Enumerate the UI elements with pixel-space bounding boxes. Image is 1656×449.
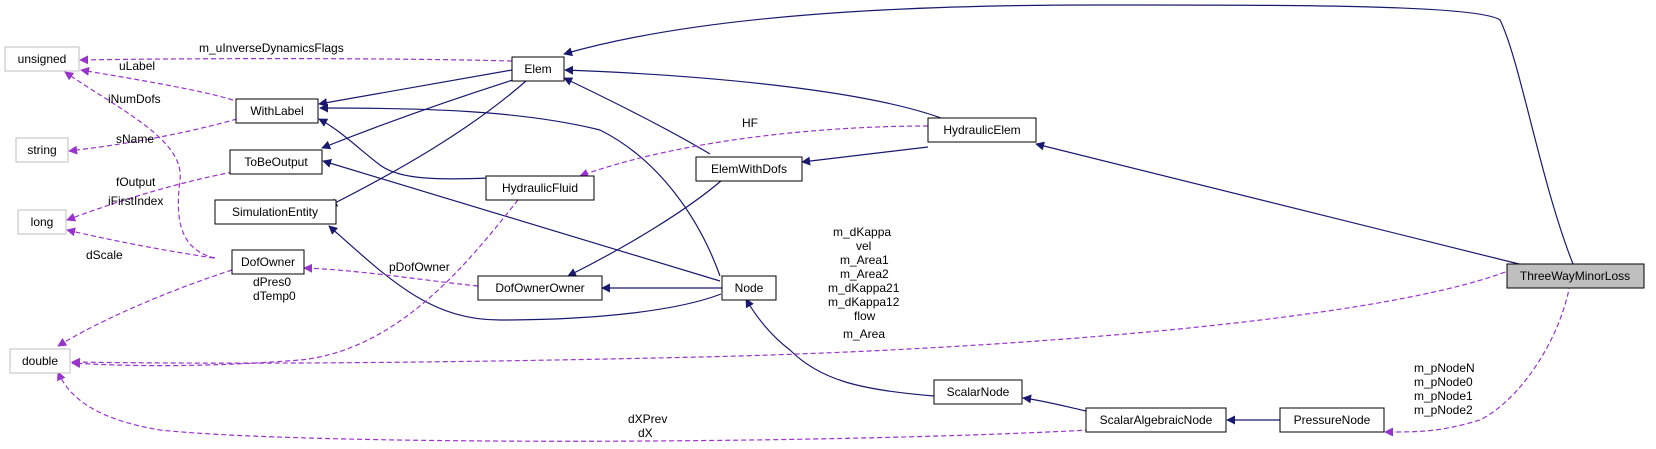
label-m_pnode0: m_pNode0 xyxy=(1414,375,1473,389)
node-long-label: long xyxy=(31,215,54,229)
node-elemwithdofs-label: ElemWithDofs xyxy=(711,162,787,176)
node-string[interactable]: string xyxy=(15,137,69,163)
label-m_pnode1: m_pNode1 xyxy=(1414,389,1473,403)
node-hydraulicfluid-label: HydraulicFluid xyxy=(502,181,578,195)
node-withlabel-label: WithLabel xyxy=(250,104,303,118)
node-elem[interactable]: Elem xyxy=(511,56,565,82)
edge-node-simulationentity xyxy=(328,225,722,321)
edge-elemwithdofs-elem xyxy=(563,77,711,155)
edge-dofowner-double xyxy=(57,269,233,347)
node-dofowner[interactable]: DofOwner xyxy=(231,249,305,275)
node-string-label: string xyxy=(27,143,56,157)
edge-withlabel-unsigned xyxy=(80,66,234,101)
node-simulationentity-label: SimulationEntity xyxy=(232,205,318,219)
edge-dofownerowner-dofowner xyxy=(303,263,479,287)
label-m_area1: m_Area1 xyxy=(840,253,889,267)
node-dofowner-label: DofOwner xyxy=(241,255,295,269)
edge-threewayminorloss-hydraulicelem xyxy=(1035,141,1524,266)
label-dpres0: dPres0 xyxy=(253,275,291,289)
edge-scalaralgebraicnode-scalarnode xyxy=(1022,394,1087,412)
label-dtemp0: dTemp0 xyxy=(253,289,296,303)
nodes: unsigned string long double WithLabel To… xyxy=(4,46,1645,433)
label-dx: dX xyxy=(638,426,653,440)
edge-threewayminorloss-pressurenode xyxy=(1384,283,1571,437)
node-hydraulicelem-label: HydraulicElem xyxy=(943,123,1020,137)
edge-threewayminorloss-elem xyxy=(563,4,1574,265)
label-ifirstindex: iFirstIndex xyxy=(108,194,163,208)
label-hf: HF xyxy=(742,116,758,130)
label-m_area: m_Area xyxy=(843,327,885,341)
label-dxprev: dXPrev xyxy=(628,412,667,426)
label-m_area2: m_Area2 xyxy=(840,267,889,281)
edge-hydraulicfluid-withlabel xyxy=(318,118,491,180)
label-flow: flow xyxy=(854,309,876,323)
label-m_dkappa: m_dKappa xyxy=(833,225,891,239)
label-m_dkappa21: m_dKappa21 xyxy=(828,281,900,295)
node-double[interactable]: double xyxy=(9,348,71,374)
label-m_pnode2: m_pNode2 xyxy=(1414,403,1473,417)
edge-elem-simulationentity xyxy=(328,80,527,207)
edge-threewayminorloss-double xyxy=(71,265,1521,367)
label-ulabel: uLabel xyxy=(119,59,155,73)
edge-elem-tobeoutput xyxy=(321,78,517,150)
edge-node-tobeoutput xyxy=(322,159,721,282)
edge-dofowner-long xyxy=(66,227,215,259)
edge-dofowner-unsigned xyxy=(64,71,216,259)
label-m_pnoden: m_pNodeN xyxy=(1414,361,1475,375)
node-double-label: double xyxy=(22,354,58,368)
label-dscale: dScale xyxy=(86,248,123,262)
node-dofownerowner[interactable]: DofOwnerOwner xyxy=(477,275,603,301)
label-pdofowner: pDofOwner xyxy=(389,260,450,274)
edge-elem-withlabel xyxy=(318,69,513,108)
edge-hydraulicelem-hydraulicfluid xyxy=(579,125,929,178)
edge-hydraulicfluid-double xyxy=(71,199,519,368)
node-unsigned-label: unsigned xyxy=(18,52,67,66)
node-scalaralgebraicnode-label: ScalarAlgebraicNode xyxy=(1100,413,1213,427)
node-node[interactable]: Node xyxy=(721,275,777,301)
edge-labels: m_uInverseDynamicsFlags uLabel iNumDofs … xyxy=(86,41,1475,440)
node-simulationentity[interactable]: SimulationEntity xyxy=(214,199,337,225)
node-scalarnode[interactable]: ScalarNode xyxy=(933,379,1023,405)
node-hydraulicelem[interactable]: HydraulicElem xyxy=(927,117,1037,143)
edge-node-withlabel xyxy=(319,103,721,277)
edge-tobeoutput-long xyxy=(66,171,234,222)
node-elemwithdofs[interactable]: ElemWithDofs xyxy=(695,156,803,182)
node-scalaralgebraicnode[interactable]: ScalarAlgebraicNode xyxy=(1085,407,1227,433)
label-vel: vel xyxy=(856,239,871,253)
node-tobeoutput[interactable]: ToBeOutput xyxy=(229,149,323,175)
node-withlabel[interactable]: WithLabel xyxy=(235,98,319,124)
label-sname: sName xyxy=(116,132,154,146)
label-inumdofs: iNumDofs xyxy=(108,92,161,106)
node-dofownerowner-label: DofOwnerOwner xyxy=(495,281,584,295)
edge-elemwithdofs-dofownerowner xyxy=(567,172,731,277)
edge-elem-unsigned xyxy=(79,55,513,65)
edge-withlabel-string xyxy=(68,118,238,155)
node-threewayminorloss-label: ThreeWayMinorLoss xyxy=(1520,269,1630,283)
label-m_dkappa12: m_dKappa12 xyxy=(828,295,900,309)
node-unsigned[interactable]: unsigned xyxy=(4,46,80,72)
edge-scalarnode-node xyxy=(745,298,935,397)
node-elem-label: Elem xyxy=(524,62,551,76)
node-long[interactable]: long xyxy=(17,209,67,235)
node-scalarnode-label: ScalarNode xyxy=(947,385,1010,399)
node-tobeoutput-label: ToBeOutput xyxy=(244,155,308,169)
node-pressurenode-label: PressureNode xyxy=(1294,413,1371,427)
node-pressurenode[interactable]: PressureNode xyxy=(1279,407,1385,433)
edge-hydraulicelem-elemwithdofs xyxy=(801,146,929,166)
label-m_uinversedynamicsflags: m_uInverseDynamicsFlags xyxy=(199,41,344,55)
node-hydraulicfluid[interactable]: HydraulicFluid xyxy=(485,175,595,201)
label-foutput: fOutput xyxy=(116,175,156,189)
usage-edges xyxy=(57,55,1571,442)
inheritance-edges xyxy=(318,4,1574,425)
edge-hydraulicelem-elem xyxy=(564,65,957,125)
edge-scalaralgebraicnode-double xyxy=(57,371,1091,442)
node-threewayminorloss[interactable]: ThreeWayMinorLoss xyxy=(1506,263,1645,289)
node-node-label: Node xyxy=(735,281,764,295)
